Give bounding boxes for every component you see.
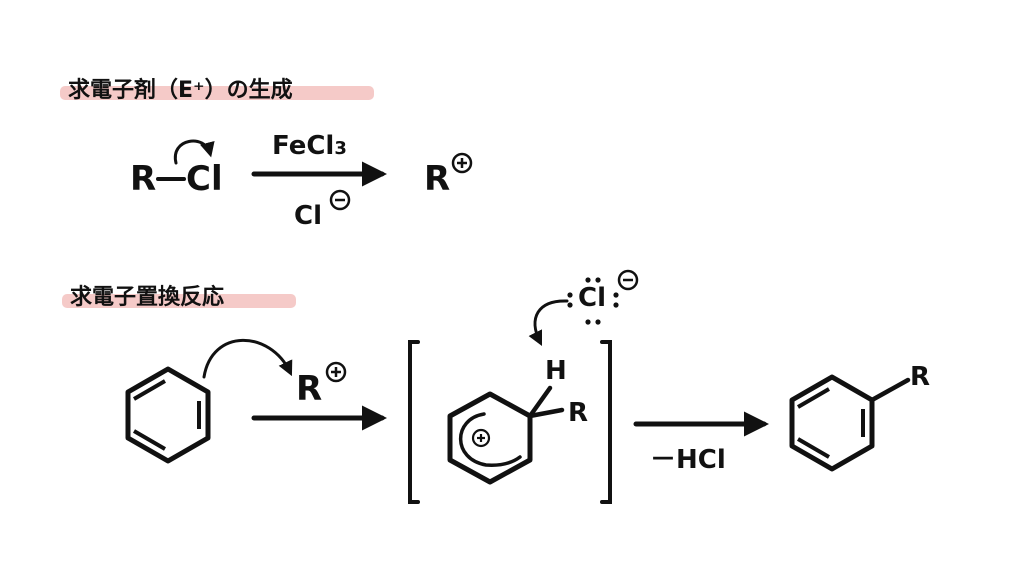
minus-charge-icon (329, 189, 351, 211)
intermediate-r: R (568, 398, 588, 428)
curly-arrow-bond-cleavage (173, 139, 215, 165)
byproduct-cl: Cl (294, 201, 322, 231)
chloride-cl: Cl (578, 283, 606, 313)
product-r: R (910, 362, 930, 392)
lone-pair-dots (567, 277, 619, 325)
curly-arrow-attack (202, 338, 293, 379)
c-h-bond (527, 385, 553, 419)
plus-charge-icon-reagent (325, 361, 347, 383)
catalyst-label: FeCl3 (272, 131, 347, 161)
product-benzene-ring (789, 374, 875, 472)
delocalized-charge-arc (459, 412, 522, 467)
section2-heading: 求電子置換反応 (70, 284, 224, 310)
right-bracket (600, 340, 612, 504)
reagent-r: R (296, 369, 322, 409)
product-cation-r: R (424, 159, 450, 199)
benzene-ring (125, 366, 211, 464)
left-bracket (408, 340, 420, 504)
plus-charge-icon-intermediate (471, 428, 491, 448)
product-c-r-bond (869, 377, 911, 403)
elimination-label: －HCl (650, 445, 726, 475)
reactant-cl: Cl (186, 159, 223, 199)
curly-arrow-deprotonation (528, 299, 569, 347)
intermediate-h: H (545, 356, 567, 386)
heading-highlight-2 (62, 294, 296, 308)
plus-charge-icon (451, 152, 473, 174)
heading-highlight-1 (60, 86, 374, 100)
reactant-r: R (130, 159, 156, 199)
c-r-bond (527, 407, 565, 419)
section1-heading: 求電子剤（E⁺）の生成 (68, 77, 293, 103)
minus-charge-icon-chloride (617, 269, 639, 291)
